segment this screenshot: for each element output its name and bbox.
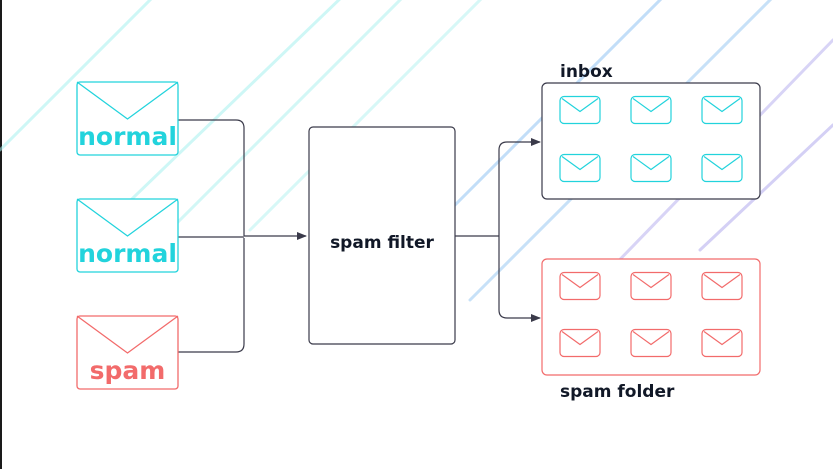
email-card-spam: spam: [76, 315, 179, 390]
inbox-label: inbox: [560, 62, 613, 82]
connector-0: [178, 119, 245, 236]
connector-3: [498, 141, 534, 236]
inbox-envelope-icon: [630, 95, 672, 125]
background-stripe-1: [108, 0, 341, 222]
inbox-envelope-icon: [630, 153, 672, 183]
spam-envelope-icon: [701, 271, 743, 301]
incoming-emails: normal normal spam: [76, 81, 179, 390]
email-label: normal: [78, 122, 177, 151]
background-stripe-7: [698, 123, 833, 252]
inbox-envelope-icon: [559, 153, 601, 183]
inbox-envelope-icon: [701, 95, 743, 125]
connector-2: [178, 238, 245, 353]
inbox-envelope-icon: [701, 153, 743, 183]
connector-lines: [178, 119, 541, 353]
envelope-flap: [76, 81, 179, 120]
email-label: spam: [90, 356, 166, 385]
email-card-normal: normal: [76, 81, 179, 156]
spam-envelope-icon: [630, 328, 672, 358]
spam-envelope-icon: [701, 328, 743, 358]
envelope-flap: [76, 315, 179, 354]
inbox-folder: inbox: [541, 62, 761, 200]
background-stripe-3: [248, 0, 483, 232]
email-label: normal: [78, 239, 177, 268]
email-card-normal: normal: [76, 198, 179, 273]
spam-email-icons: [559, 271, 743, 358]
spam-envelope-icon: [630, 271, 672, 301]
envelope-flap: [76, 198, 179, 237]
spam-envelope-icon: [559, 328, 601, 358]
inbox-envelope-icon: [559, 95, 601, 125]
connector-4: [498, 236, 534, 319]
page-edge: [0, 0, 2, 469]
background-stripe-2: [148, 0, 403, 252]
spam-folder-label: spam folder: [560, 382, 675, 402]
background-stripe-0: [0, 0, 153, 152]
spam-envelope-icon: [559, 271, 601, 301]
inbox-email-icons: [559, 95, 743, 183]
spam-filter-label: spam filter: [330, 233, 434, 253]
spam-filter-box: spam filter: [308, 126, 456, 345]
spam-folder: spam folder: [541, 258, 761, 402]
